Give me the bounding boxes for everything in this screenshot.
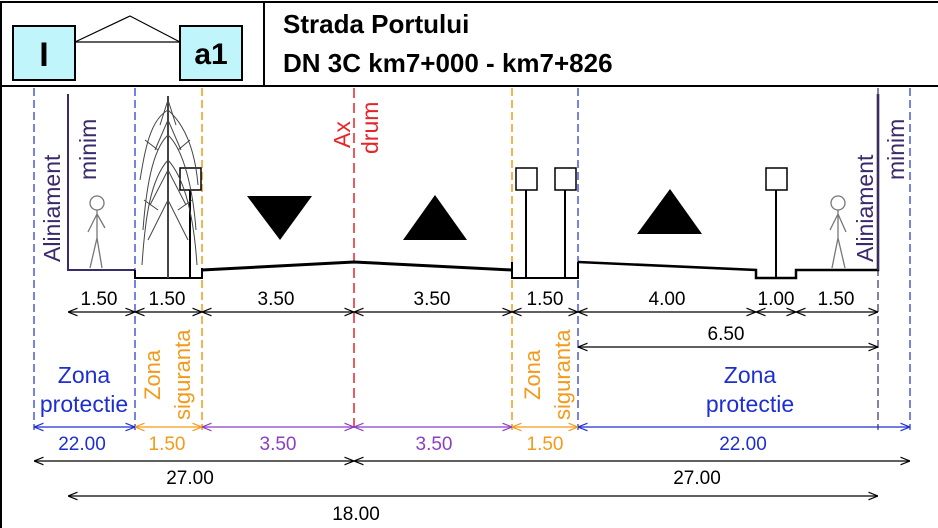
top-labels: Aliniament minim Ax drum Aliniament mini… (39, 102, 909, 262)
pedestrian-right-icon (829, 195, 847, 269)
dim-r3-5: 22.00 (719, 434, 767, 455)
dim-r3-1: 1.50 (149, 434, 186, 455)
dim-r1-3: 3.50 (414, 289, 451, 310)
guide-lines (33, 88, 911, 430)
dim-r1-0: 1.50 (81, 289, 118, 310)
dim-r4-0: 27.00 (166, 468, 214, 489)
label-zona-protectie-left-1: Zona (58, 362, 111, 388)
category-code: I (39, 36, 48, 74)
category-box (12, 25, 76, 81)
label-zona-protectie-right-1: Zona (724, 362, 777, 388)
label-minim-left: minim (75, 119, 101, 180)
dim-r3-3: 3.50 (416, 434, 453, 455)
dimension-row-4: 27.00 27.00 (34, 461, 910, 489)
dim-r2-0: 6.50 (708, 324, 745, 345)
carriageway (201, 260, 513, 272)
dim-r1-5: 4.00 (649, 289, 686, 310)
direction-up-icon (403, 195, 467, 240)
direction-down-icon (247, 196, 312, 240)
dim-r1-6: 1.00 (758, 289, 795, 310)
pole-median-b (554, 167, 577, 278)
tree-icon (139, 96, 199, 278)
direction-up-icon-right (637, 189, 702, 234)
dimension-row-3: 22.00 1.50 3.50 3.50 1.50 22.00 (34, 427, 910, 455)
dimension-row-2: 6.50 (578, 324, 878, 347)
label-zona-siguranta-left-2: siguranta (170, 329, 195, 420)
pedestrian-left-icon (87, 195, 106, 269)
pole-left (179, 167, 202, 278)
label-zona-protectie-right-2: protectie (706, 391, 794, 417)
dim-r3-4: 1.50 (527, 434, 564, 455)
right-curb (511, 262, 579, 279)
label-zona-siguranta-left-1: Zona (140, 349, 165, 400)
class-box (179, 25, 243, 81)
pole-right (765, 167, 788, 278)
dimension-row-1: 1.50 1.50 3.50 3.50 1.50 4.00 1.00 1.50 (68, 289, 878, 312)
label-ax: Ax (329, 121, 355, 148)
class-code: a1 (194, 38, 227, 71)
dim-r4-1: 27.00 (673, 468, 721, 489)
title-line1: Strada Portului (283, 9, 469, 39)
category-connector (74, 15, 181, 43)
dim-r3-2: 3.50 (260, 434, 297, 455)
zone-labels: Zona protectie Zona siguranta Zona sigur… (40, 329, 794, 420)
dimension-row-5: 18.00 (68, 496, 878, 525)
dim-r1-7: 1.50 (818, 289, 855, 310)
dim-r5-0: 18.00 (332, 504, 380, 525)
label-drum: drum (357, 102, 383, 154)
right-lane (577, 94, 880, 280)
label-aliniament-right: Aliniament (852, 154, 878, 262)
left-alignment-wall (67, 94, 135, 271)
title-line2: DN 3C km7+000 - km7+826 (283, 48, 613, 78)
cross-section-profile (67, 94, 880, 280)
dim-r1-2: 3.50 (258, 289, 295, 310)
label-aliniament-left: Aliniament (39, 154, 65, 262)
dim-r1-1: 1.50 (149, 289, 186, 310)
dim-r3-0: 22.00 (58, 434, 106, 455)
label-zona-siguranta-right-2: siguranta (550, 329, 575, 420)
label-zona-siguranta-right-1: Zona (520, 349, 545, 400)
label-zona-protectie-left-2: protectie (40, 391, 128, 417)
pole-median-a (515, 167, 538, 278)
dim-r1-4: 1.50 (527, 289, 564, 310)
label-minim-right: minim (883, 119, 909, 180)
